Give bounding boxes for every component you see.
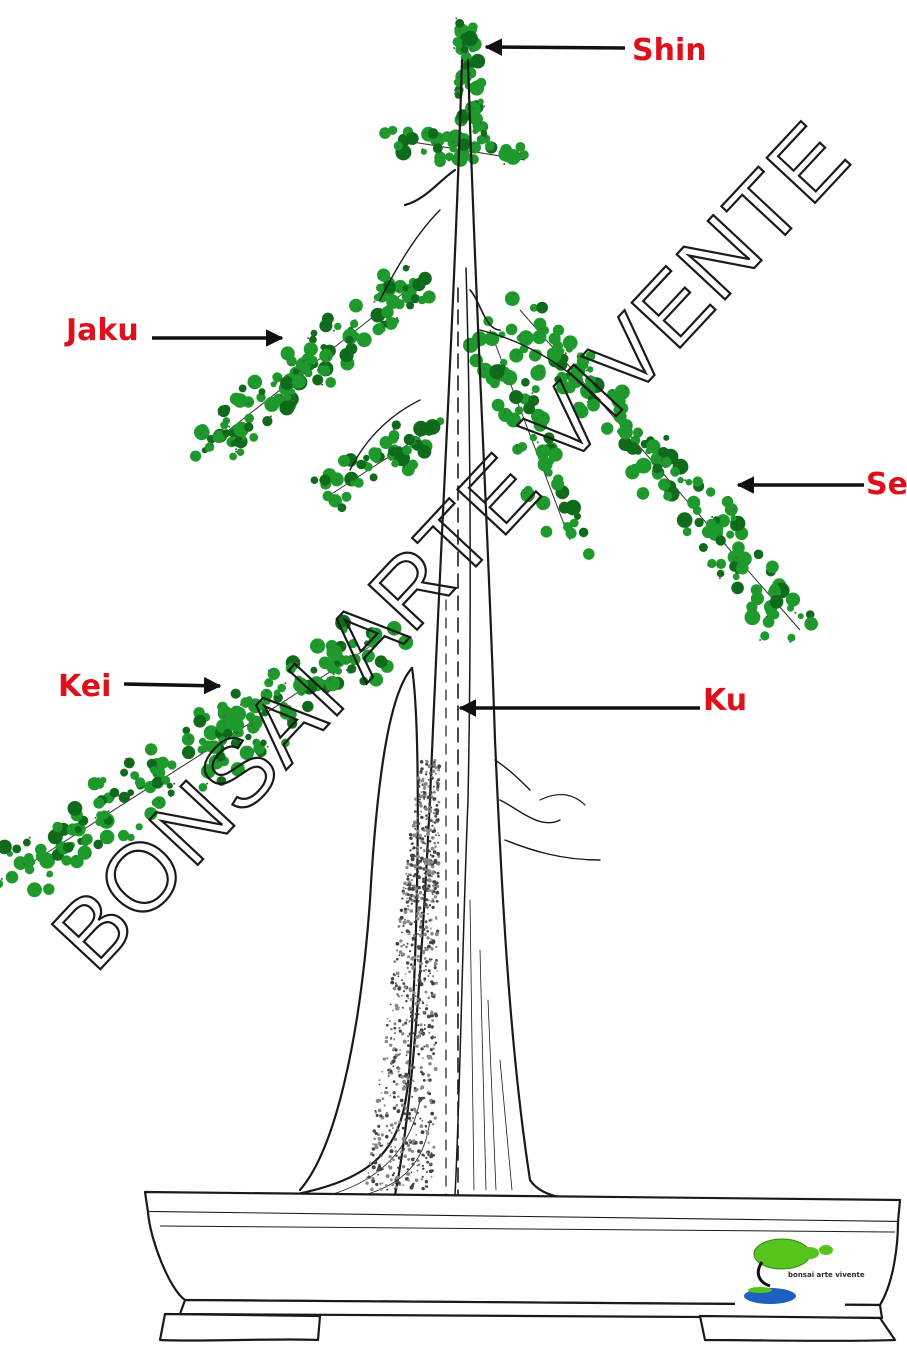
logo-text: bonsai arte vivente: [788, 1271, 865, 1279]
label-jaku: Jaku: [64, 313, 139, 348]
label-ku: Ku: [703, 683, 747, 718]
foliage-pads: [0, 17, 818, 897]
label-shin: Shin: [632, 33, 707, 68]
arrow-shin: [486, 47, 625, 48]
label-se: Se: [866, 467, 907, 502]
arrow-kei: [124, 684, 220, 686]
label-kei: Kei: [58, 669, 111, 704]
